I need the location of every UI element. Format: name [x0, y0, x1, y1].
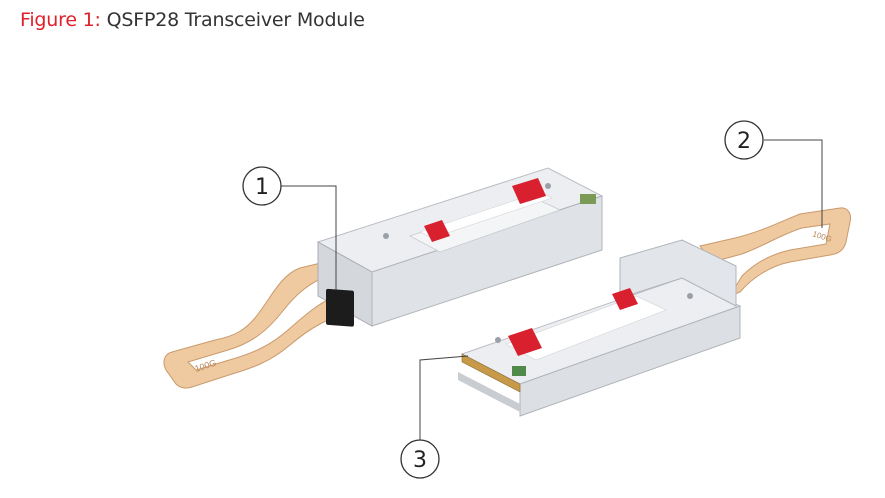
- left-label-brand-tag: [424, 220, 450, 242]
- left-module: 100G: [163, 167, 604, 389]
- callout-3-circle: [400, 439, 440, 479]
- callout-1-circle: [242, 166, 282, 206]
- left-screw-2: [545, 183, 551, 189]
- right-screw-1: [495, 337, 501, 343]
- right-module-base: [458, 372, 520, 412]
- right-pcb-component: [512, 366, 526, 376]
- right-module-label: [505, 295, 667, 361]
- left-rear-contacts: [580, 194, 596, 204]
- figure-caption: Figure 1: QSFP28 Transceiver Module: [20, 9, 365, 31]
- callout-1: 1: [242, 166, 282, 206]
- callout-3: 3: [400, 439, 440, 479]
- leader-2: [764, 139, 823, 228]
- right-pcb-edge: [461, 353, 521, 393]
- left-optical-port: [326, 288, 354, 327]
- right-screw-2: [687, 293, 693, 299]
- right-label-brand-tag: [612, 288, 638, 310]
- figure-title: QSFP28 Transceiver Module: [106, 9, 365, 31]
- callout-2-circle: [724, 120, 764, 160]
- callout-3-number: 3: [413, 448, 427, 473]
- callout-1-number: 1: [255, 175, 269, 200]
- figure-label: Figure 1:: [20, 9, 101, 31]
- left-label-type-tag: [512, 178, 546, 204]
- left-pull-tab: [163, 261, 363, 389]
- callout-2: 2: [724, 120, 764, 160]
- right-module: 100G: [458, 207, 851, 417]
- left-screw-1: [383, 233, 389, 239]
- right-pull-tab: [699, 207, 851, 298]
- left-module-label: [419, 191, 553, 239]
- callout-2-number: 2: [737, 129, 751, 154]
- leader-1: [281, 185, 337, 290]
- right-label-type-tag: [508, 328, 542, 356]
- callout-leaders: [281, 139, 823, 440]
- leader-3: [419, 355, 469, 440]
